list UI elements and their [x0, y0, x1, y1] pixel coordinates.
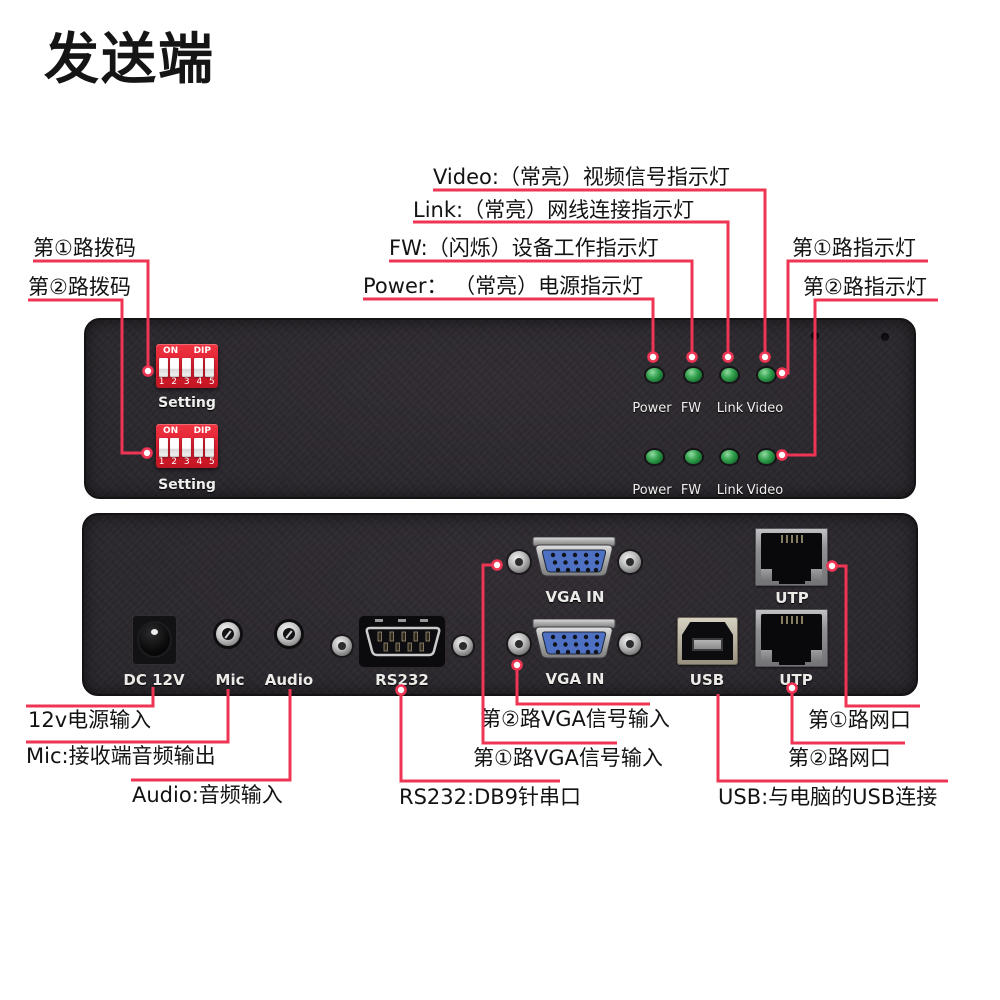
vga2-port-label: VGA IN — [545, 670, 605, 688]
utp-port-2 — [755, 609, 828, 667]
dip2-lever-2 — [170, 438, 179, 457]
led-label-fw-row1: FW — [680, 401, 702, 416]
led-fw-row2 — [685, 450, 702, 464]
led-label-link-row1: Link — [716, 401, 744, 416]
vga1-screw-left — [508, 551, 530, 573]
vga-port-1 — [532, 537, 616, 577]
led-label-video-row2: Video — [746, 483, 784, 498]
callout-dc: 12v电源输入 — [28, 708, 152, 732]
dip1-lever-3 — [182, 358, 191, 377]
vga2-screw-right — [619, 633, 641, 655]
callout-dip1: 第①路拨码 — [33, 236, 136, 260]
device-rear-panel: ON DIP 1 2 3 4 5 Setting ON DIP 1 2 3 4 … — [84, 318, 916, 499]
callout-utp2: 第②路网口 — [788, 746, 891, 770]
rs232-screw-right — [453, 636, 473, 656]
callout-power: Power： （常亮）电源指示灯 — [363, 274, 644, 298]
dip1-lever-4 — [194, 358, 203, 377]
dip2-dip-label: DIP — [193, 426, 211, 436]
mic-port-label: Mic — [215, 671, 245, 689]
dip2-numbers: 1 2 3 4 5 — [158, 457, 216, 467]
dip2-on-label: ON — [163, 426, 179, 436]
audio-port-label: Audio — [264, 671, 314, 689]
callout-led-group1: 第①路指示灯 — [792, 236, 916, 260]
dip1-dip-label: DIP — [193, 346, 211, 356]
dc-power-hole — [137, 621, 172, 658]
led-label-fw-row2: FW — [680, 483, 702, 498]
dip1-setting-label: Setting — [158, 395, 216, 411]
led-link-row1 — [721, 368, 738, 382]
dip1-lever-2 — [170, 358, 179, 377]
utp2-port-label: UTP — [779, 671, 813, 689]
dip2-setting-label: Setting — [158, 477, 216, 493]
dip-switch-block-2: ON DIP 1 2 3 4 5 — [156, 424, 218, 468]
usb-port — [677, 617, 738, 665]
callout-mic: Mic:接收端音频输出 — [26, 744, 216, 768]
db9-connector — [365, 619, 441, 657]
mic-jack — [213, 619, 243, 649]
vga2-screw-left — [508, 633, 530, 655]
callout-video: Video:（常亮）视频信号指示灯 — [433, 165, 730, 189]
callout-link: Link:（常亮）网线连接指示灯 — [413, 198, 695, 222]
callout-vga2: 第②路VGA信号输入 — [480, 707, 670, 731]
dc-port-label: DC 12V — [123, 671, 185, 689]
dip1-lever-5 — [205, 358, 214, 377]
usb-port-label: USB — [689, 671, 725, 689]
utp1-port-label: UTP — [775, 589, 809, 607]
page-title: 发送端 — [44, 27, 216, 91]
callout-audio: Audio:音频输入 — [132, 783, 283, 807]
dip2-lever-4 — [194, 438, 203, 457]
led-label-power-row1: Power — [632, 401, 672, 416]
led-link-row2 — [721, 450, 738, 464]
led-video-row2 — [758, 450, 775, 464]
led-label-link-row2: Link — [716, 483, 744, 498]
rs232-port-label: RS232 — [375, 671, 429, 689]
dip2-lever-1 — [159, 438, 168, 457]
callout-dip2: 第②路拨码 — [28, 275, 131, 299]
utp-port-1 — [755, 528, 828, 586]
callout-led-group2: 第②路指示灯 — [803, 275, 927, 299]
dip1-lever-1 — [159, 358, 168, 377]
dc-power-jack — [132, 615, 177, 665]
led-video-row1 — [758, 368, 775, 382]
vga-port-2 — [532, 619, 616, 659]
callout-vga1: 第①路VGA信号输入 — [473, 746, 663, 770]
callout-fw: FW:（闪烁）设备工作指示灯 — [389, 236, 659, 260]
dip1-numbers: 1 2 3 4 5 — [158, 377, 216, 387]
audio-jack — [274, 619, 304, 649]
dip2-lever-5 — [205, 438, 214, 457]
callout-usb: USB:与电脑的USB连接 — [718, 785, 938, 809]
dip2-lever-3 — [182, 438, 191, 457]
callout-rs232: RS232:DB9针串口 — [399, 785, 582, 809]
led-label-video-row1: Video — [746, 401, 784, 416]
vga1-port-label: VGA IN — [545, 588, 605, 606]
callout-utp1: 第①路网口 — [808, 708, 911, 732]
led-power-row2 — [646, 450, 663, 464]
led-fw-row1 — [685, 368, 702, 382]
dip-switch-block-1: ON DIP 1 2 3 4 5 — [156, 344, 218, 388]
led-label-power-row2: Power — [632, 483, 672, 498]
panel-hole-2 — [881, 333, 889, 341]
panel-hole-1 — [811, 332, 819, 340]
rs232-port — [358, 615, 446, 668]
vga1-screw-right — [619, 551, 641, 573]
rs232-screw-left — [332, 636, 352, 656]
dip1-on-label: ON — [163, 346, 179, 356]
led-power-row1 — [646, 368, 663, 382]
